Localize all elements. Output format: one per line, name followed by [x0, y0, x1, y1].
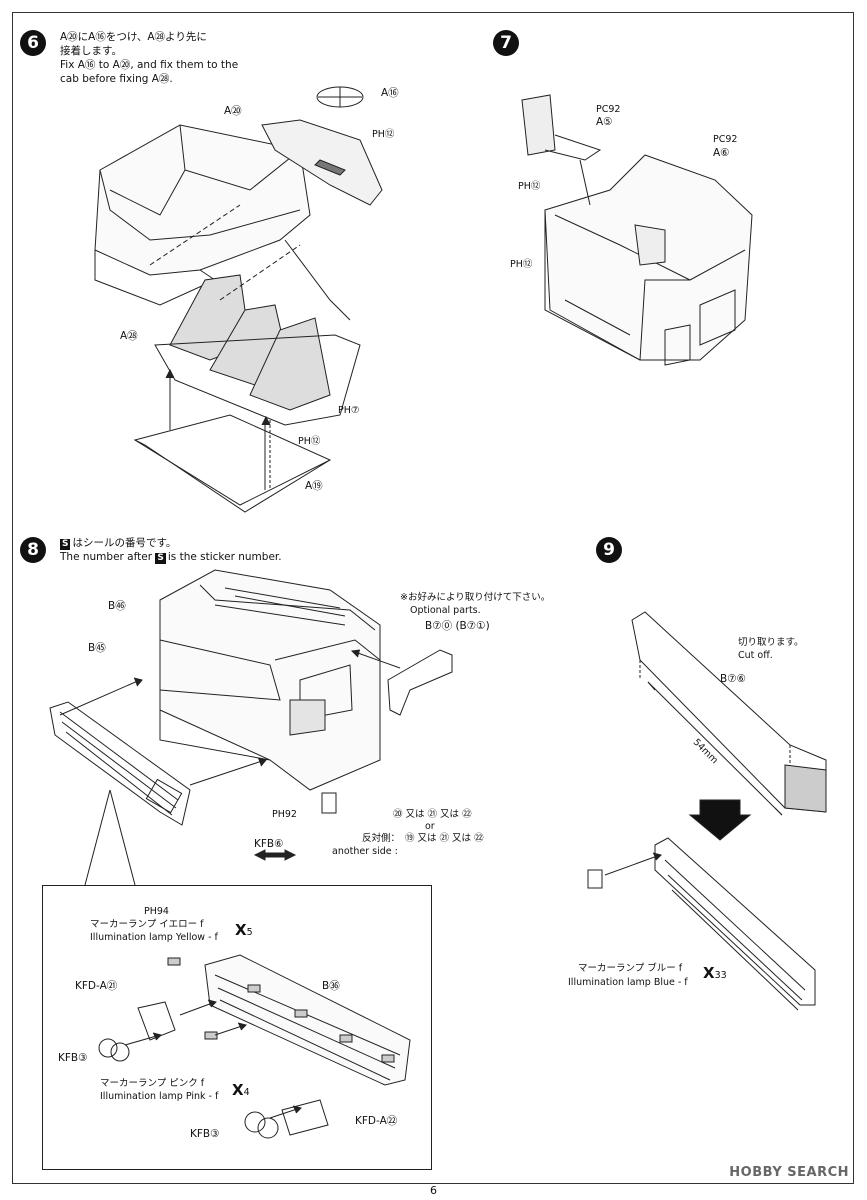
inset-lamp-yellow-jp: マーカーランプ イエロー f	[90, 919, 204, 930]
inset-label-kfb3b: KFB③	[190, 1128, 220, 1140]
step-6-instruction-en1: Fix A⑯ to A⑳, and fix them to the	[60, 59, 239, 71]
step-8-sticker-line2: ⑲ 又は ㉑ 又は ㉒	[405, 833, 484, 844]
step-7-label-ph12b: PH⑫	[510, 259, 533, 270]
step-6-label-a20: A⑳	[224, 105, 242, 117]
step-7-number: 7	[493, 30, 519, 56]
step-8-another-jp: 反対側：	[362, 833, 401, 844]
step-9-cut-jp: 切り取ります。	[738, 637, 804, 648]
inset-label-b36: B㊱	[322, 980, 340, 992]
step9-drawing	[587, 611, 827, 1011]
blue-paint-number: 33	[714, 970, 727, 981]
step-6-number: 6	[20, 30, 46, 56]
step-7-label-a5: A⑤	[596, 116, 613, 128]
step-8-label-b46: B㊻	[108, 600, 126, 612]
step-6-instruction-en2: cab before fixing A㉘.	[60, 73, 173, 85]
step-7-label-a6: A⑥	[713, 147, 730, 159]
inset-grille-drawing	[98, 954, 411, 1139]
step-8-sticker-or: or	[425, 821, 435, 832]
step-6-label-a28: A㉘	[120, 330, 138, 342]
inset-lamp-pink-jp: マーカーランプ ピンク f	[100, 1078, 205, 1089]
step-8-label-ph92: PH92	[272, 809, 297, 820]
step-8-optional-en: Optional parts.	[410, 605, 481, 616]
x-paint-mark: X	[232, 1081, 244, 1099]
sticker-mark: S	[155, 553, 166, 564]
step-6-instruction-jp: A⑳にA⑯をつけ、A㉘より先に	[60, 31, 207, 43]
step-6-label-a16: A⑯	[381, 87, 399, 99]
step-9-blue-paint-code: X33	[703, 963, 727, 982]
step-9-lamp-blue-en: Illumination lamp Blue - f	[568, 977, 688, 988]
inset-label-kfd-a22: KFD-A㉒	[355, 1115, 398, 1127]
inset-label-kfb3a: KFB③	[58, 1052, 88, 1064]
step-6-label-ph12: PH⑫	[372, 129, 395, 140]
inset-lamp-yellow-en: Illumination lamp Yellow - f	[90, 932, 218, 943]
step-8-note-en-pre: The number after	[60, 551, 153, 563]
step-7-label-ph12a: PH⑫	[518, 181, 541, 192]
inset-pink-paint-code: X4	[232, 1080, 250, 1099]
x-paint-mark: X	[703, 964, 715, 982]
step-9-label-b76: B⑦⑥	[720, 673, 747, 685]
watermark-logo: HOBBY SEARCH	[729, 1165, 849, 1180]
step8-truck-drawing	[49, 569, 453, 886]
x-paint-mark: X	[235, 921, 247, 939]
step-9-cut-en: Cut off.	[738, 650, 773, 661]
step-8-number: 8	[20, 537, 46, 563]
step-6-label-ph12b: PH⑫	[298, 436, 321, 447]
step-9-lamp-blue-jp: マーカーランプ ブルー f	[578, 963, 683, 974]
step-8-sticker-line1: ⑳ 又は ㉑ 又は ㉒	[393, 809, 472, 820]
step-8-note-jp-text: はシールの番号です。	[72, 537, 177, 549]
step-8-optional-jp: ※お好みにより取り付けて下さい。	[400, 592, 551, 603]
step-8-label-b45: B㊺	[88, 642, 106, 654]
step7-cab-drawing	[521, 94, 753, 366]
detail-inset-box	[42, 885, 432, 1170]
pink-paint-number: 4	[243, 1087, 250, 1098]
page-number: 6	[430, 1184, 437, 1197]
page-frame	[12, 12, 854, 1184]
yellow-paint-number: 5	[246, 927, 253, 938]
inset-label-ph94: PH94	[144, 906, 169, 917]
step-6-instruction-jp2: 接着します。	[60, 45, 122, 57]
step-6-label-ph7: PH⑦	[338, 405, 360, 416]
step-7-label-pc92a: PC92	[596, 104, 621, 115]
inset-label-kfd-a21: KFD-A㉑	[75, 980, 118, 992]
step-9-number: 9	[596, 537, 622, 563]
sticker-mark: S	[60, 539, 71, 550]
inset-lamp-pink-en: Illumination lamp Pink - f	[100, 1091, 219, 1102]
step-6-label-a19: A⑲	[305, 480, 323, 492]
inset-yellow-paint-code: X5	[235, 920, 253, 939]
step-7-label-pc92b: PC92	[713, 134, 738, 145]
step-8-label-b70-b71: B⑦⓪ (B⑦①)	[425, 620, 490, 632]
step-8-note-en-post: is the sticker number.	[167, 551, 282, 563]
step6-cab-drawing	[94, 86, 383, 513]
step-8-another-en: another side :	[332, 846, 398, 857]
step-8-label-kfb6: KFB⑥	[254, 838, 284, 850]
